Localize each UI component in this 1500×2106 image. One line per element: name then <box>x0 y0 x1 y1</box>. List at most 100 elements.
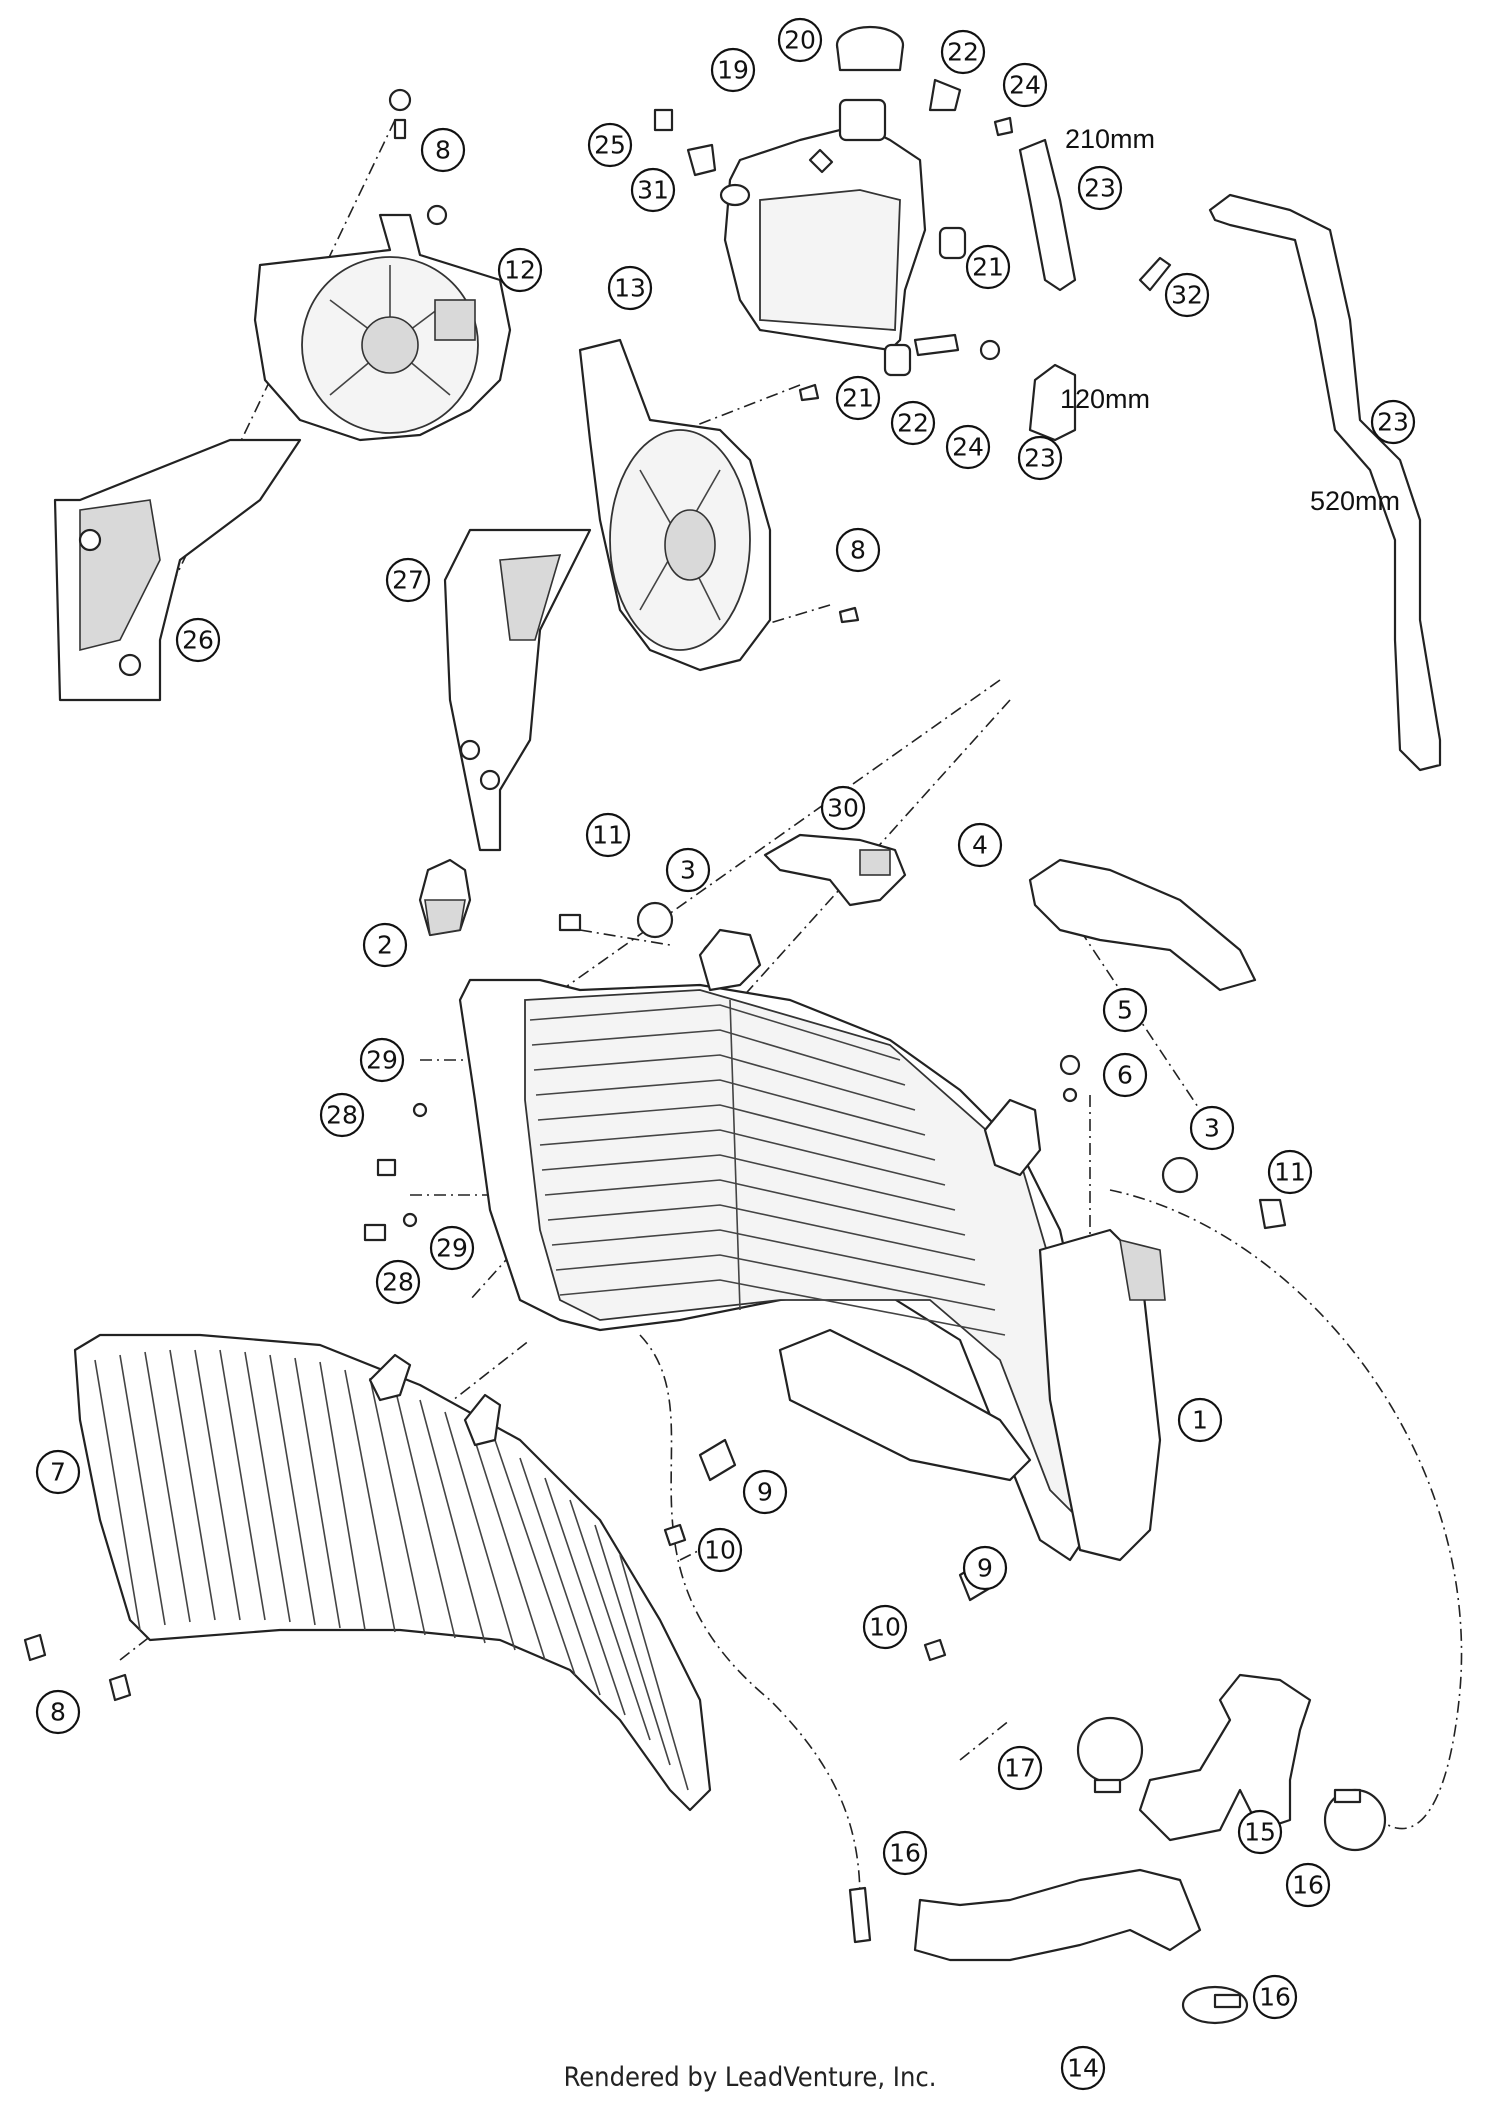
svg-text:7: 7 <box>50 1458 66 1487</box>
svg-text:30: 30 <box>827 794 859 823</box>
callout-26: 26 <box>175 617 221 663</box>
svg-text:12: 12 <box>504 256 536 285</box>
svg-text:21: 21 <box>842 384 874 413</box>
svg-text:31: 31 <box>637 176 669 205</box>
callout-21b: 21 <box>835 375 881 421</box>
svg-text:23: 23 <box>1084 174 1116 203</box>
svg-text:9: 9 <box>757 1478 773 1507</box>
callout-22a: 22 <box>940 29 986 75</box>
callout-2: 2 <box>362 922 408 968</box>
callout-8b: 8 <box>835 527 881 573</box>
svg-text:24: 24 <box>952 433 984 462</box>
svg-text:13: 13 <box>614 274 646 303</box>
callout-8c: 8 <box>35 1689 81 1735</box>
callout-4: 4 <box>957 822 1003 868</box>
callout-16c: 16 <box>1252 1974 1298 2020</box>
radiator-1 <box>458 928 1166 1562</box>
svg-text:16: 16 <box>1292 1871 1324 1900</box>
svg-text:28: 28 <box>382 1268 414 1297</box>
callout-10a: 10 <box>697 1527 743 1573</box>
svg-text:8: 8 <box>435 136 451 165</box>
callout-14: 14 <box>1060 2045 1106 2091</box>
callout-15: 15 <box>1237 1809 1283 1855</box>
callout-25: 25 <box>587 122 633 168</box>
svg-text:20: 20 <box>784 26 816 55</box>
callout-7: 7 <box>35 1449 81 1495</box>
callout-3b: 3 <box>1189 1105 1235 1151</box>
svg-text:9: 9 <box>977 1554 993 1583</box>
svg-text:3: 3 <box>1204 1114 1220 1143</box>
filler-neck-2 <box>418 858 472 937</box>
svg-text:27: 27 <box>392 566 424 595</box>
callout-6: 6 <box>1102 1052 1148 1098</box>
svg-text:8: 8 <box>850 536 866 565</box>
hose-14 <box>913 1868 1202 1962</box>
callout-11b: 11 <box>1267 1149 1313 1195</box>
svg-text:21: 21 <box>972 253 1004 282</box>
callout-23b: 23 <box>1017 435 1063 481</box>
svg-text:19: 19 <box>717 56 749 85</box>
callout-29a: 29 <box>359 1037 405 1083</box>
callout-9b: 9 <box>962 1545 1008 1591</box>
svg-text:29: 29 <box>366 1046 398 1075</box>
callout-20: 20 <box>777 17 823 63</box>
callout-28a: 28 <box>319 1092 365 1138</box>
tank-cap-20 <box>835 25 905 72</box>
dim-120mm: 120mm <box>1060 384 1150 414</box>
callout-24b: 24 <box>945 424 991 470</box>
air-guide-27 <box>443 383 860 852</box>
svg-text:23: 23 <box>1024 444 1056 473</box>
callout-9a: 9 <box>742 1469 788 1515</box>
svg-text:16: 16 <box>889 1839 921 1868</box>
callout-24a: 24 <box>1002 62 1048 108</box>
tank-fittings <box>653 78 1442 772</box>
svg-text:5: 5 <box>1117 996 1133 1025</box>
callout-10b: 10 <box>862 1604 908 1650</box>
air-guide-26 <box>53 438 302 702</box>
callout-5: 5 <box>1102 987 1148 1033</box>
callout-16a: 16 <box>882 1830 928 1876</box>
svg-text:23: 23 <box>1377 408 1409 437</box>
callout-1: 1 <box>1177 1397 1223 1443</box>
svg-text:10: 10 <box>869 1613 901 1642</box>
svg-text:11: 11 <box>1274 1158 1306 1187</box>
callout-32: 32 <box>1164 272 1210 318</box>
svg-text:22: 22 <box>947 38 979 67</box>
svg-text:25: 25 <box>594 131 626 160</box>
fan-assembly-12 <box>253 88 512 442</box>
callout-11a: 11 <box>585 812 631 858</box>
svg-text:32: 32 <box>1171 281 1203 310</box>
callout-29b: 29 <box>429 1225 475 1271</box>
callout-17: 17 <box>997 1745 1043 1791</box>
callout-13: 13 <box>607 265 653 311</box>
callout-31: 31 <box>630 167 676 213</box>
clamps <box>848 1716 1387 2025</box>
hose-15 <box>1138 1673 1312 1842</box>
svg-text:14: 14 <box>1067 2054 1099 2083</box>
dim-210mm: 210mm <box>1065 124 1155 154</box>
callout-28b: 28 <box>375 1259 421 1305</box>
svg-text:24: 24 <box>1009 71 1041 100</box>
callout-23a: 23 <box>1077 165 1123 211</box>
expansion-tank-19 <box>719 98 927 352</box>
svg-text:28: 28 <box>326 1101 358 1130</box>
callout-12: 12 <box>497 247 543 293</box>
svg-text:22: 22 <box>897 409 929 438</box>
callout-8a: 8 <box>420 127 466 173</box>
svg-text:3: 3 <box>680 856 696 885</box>
dim-520mm: 520mm <box>1310 486 1400 516</box>
sensor-30 <box>763 833 907 907</box>
fan-assembly-13 <box>578 338 772 672</box>
callout-3: 3 <box>665 847 711 893</box>
bracket-4 <box>1028 858 1257 992</box>
callout-16b: 16 <box>1285 1862 1331 1908</box>
svg-text:17: 17 <box>1004 1754 1036 1783</box>
svg-text:10: 10 <box>704 1536 736 1565</box>
svg-text:1: 1 <box>1192 1406 1208 1435</box>
callout-30: 30 <box>820 785 866 831</box>
callout-27: 27 <box>385 557 431 603</box>
footer-credit: Rendered by LeadVenture, Inc. <box>563 2062 937 2093</box>
svg-text:29: 29 <box>436 1234 468 1263</box>
svg-text:8: 8 <box>50 1698 66 1727</box>
svg-text:16: 16 <box>1259 1983 1291 2012</box>
